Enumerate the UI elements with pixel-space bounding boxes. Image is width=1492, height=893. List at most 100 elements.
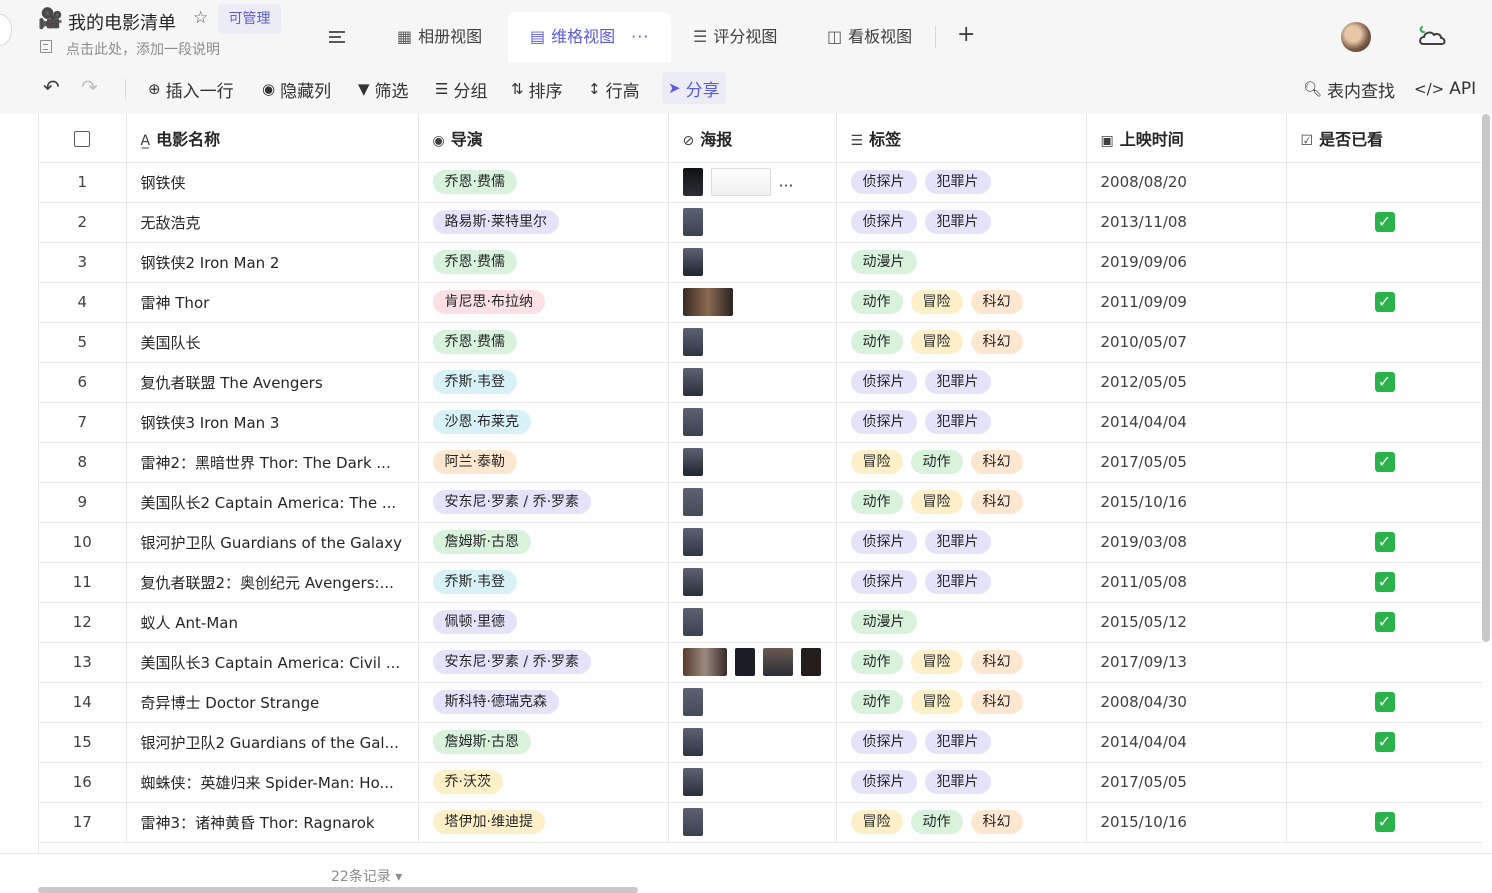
release-date-cell[interactable]: 2011/05/08 [1086,562,1287,603]
director-cell[interactable]: 乔恩·费儒 [418,322,669,363]
tags-cell[interactable]: 侦探片犯罪片 [836,202,1087,243]
release-date-cell[interactable]: 2015/05/12 [1086,602,1287,643]
checked-icon[interactable]: ✓ [1374,292,1395,312]
seen-cell[interactable]: ✓ [1286,202,1482,243]
movie-name-cell[interactable]: 蚁人 Ant-Man [126,602,419,643]
star-icon[interactable]: ☆ [193,8,209,28]
release-date-cell[interactable]: 2011/09/09 [1086,282,1287,323]
tag-pill[interactable]: 侦探片 [850,530,917,554]
seen-cell[interactable] [1286,402,1482,443]
director-cell[interactable]: 佩顿·里德 [418,602,669,643]
tags-cell[interactable]: 动作冒险科幻 [836,682,1087,723]
row-index[interactable]: 10 [39,522,127,563]
undo-icon[interactable]: ↶ [43,75,60,99]
tag-pill[interactable]: 侦探片 [850,570,917,594]
seen-cell[interactable]: ✓ [1286,682,1482,723]
column-header-release-date[interactable]: ▣上映时间 [1086,114,1287,163]
director-cell[interactable]: 阿兰·泰勒 [418,442,669,483]
tag-pill[interactable]: 冒险 [910,690,963,714]
avatar[interactable] [1341,22,1371,52]
tag-pill[interactable]: 科幻 [970,690,1023,714]
release-date-cell[interactable]: 2017/05/05 [1086,442,1287,483]
seen-cell[interactable] [1286,242,1482,283]
director-cell[interactable]: 乔·沃茨 [418,762,669,803]
more-icon[interactable]: ··· [631,27,650,46]
director-cell[interactable]: 肯尼思·布拉纳 [418,282,669,323]
movie-name-cell[interactable]: 复仇者联盟2：奥创纪元 Avengers:... [126,562,419,603]
poster-thumbnail[interactable] [682,208,703,236]
director-cell[interactable]: 路易斯·莱特里尔 [418,202,669,243]
release-date-cell[interactable]: 2017/09/13 [1086,642,1287,683]
movie-name-cell[interactable]: 美国队长 [126,322,419,363]
director-cell[interactable]: 詹姆斯·古恩 [418,522,669,563]
seen-cell[interactable] [1286,162,1482,203]
permission-badge[interactable]: 可管理 [218,4,281,34]
poster-cell[interactable] [668,242,837,283]
poster-thumbnail[interactable] [682,368,703,396]
poster-thumbnail[interactable] [682,448,703,476]
movie-name-cell[interactable]: 蜘蛛侠：英雄归来 Spider-Man: Ho... [126,762,419,803]
record-count[interactable]: 22条记录 ▾ [331,869,403,885]
column-header-poster[interactable]: ⊘海报 [668,114,837,163]
release-date-cell[interactable]: 2019/03/08 [1086,522,1287,563]
row-index[interactable]: 14 [39,682,127,723]
tag-pill[interactable]: 犯罪片 [924,570,991,594]
tags-cell[interactable]: 侦探片犯罪片 [836,562,1087,603]
tags-cell[interactable]: 冒险动作科幻 [836,442,1087,483]
poster-cell[interactable] [668,402,837,443]
seen-cell[interactable]: ✓ [1286,562,1482,603]
tag-pill[interactable]: 科幻 [970,650,1023,674]
release-date-cell[interactable]: 2015/10/16 [1086,802,1287,843]
hide-columns-button[interactable]: ◉隐藏列 [262,76,331,102]
tags-cell[interactable]: 动漫片 [836,602,1087,643]
seen-cell[interactable] [1286,762,1482,803]
tag-pill[interactable]: 犯罪片 [924,530,991,554]
release-date-cell[interactable]: 2008/08/20 [1086,162,1287,203]
tag-pill[interactable]: 动作 [850,290,903,314]
poster-thumbnail[interactable] [734,648,755,676]
poster-cell[interactable] [668,282,837,323]
column-header-tags[interactable]: ☰标签 [836,114,1087,163]
poster-cell[interactable] [668,802,837,843]
search-in-table-button[interactable]: 🔍︎表内查找 [1303,76,1395,102]
tag-pill[interactable]: 动作 [850,650,903,674]
checked-icon[interactable]: ✓ [1374,812,1395,832]
checked-icon[interactable]: ✓ [1374,212,1395,232]
seen-cell[interactable]: ✓ [1286,362,1482,403]
group-button[interactable]: ☰分组 [435,76,487,102]
tag-pill[interactable]: 科幻 [970,330,1023,354]
movie-name-cell[interactable]: 雷神 Thor [126,282,419,323]
poster-cell[interactable] [668,722,837,763]
poster-thumbnail[interactable] [682,808,703,836]
add-view-icon[interactable]: + [957,22,976,47]
poster-cell[interactable] [668,362,837,403]
row-index[interactable]: 17 [39,802,127,843]
tab-kanban-view[interactable]: ◫ 看板视图 [827,12,912,62]
tag-pill[interactable]: 动漫片 [850,610,917,634]
release-date-cell[interactable]: 2013/11/08 [1086,202,1287,243]
tag-pill[interactable]: 犯罪片 [924,370,991,394]
row-index[interactable]: 2 [39,202,127,243]
tag-pill[interactable]: 动作 [850,490,903,514]
director-cell[interactable]: 乔斯·韦登 [418,362,669,403]
row-index[interactable]: 16 [39,762,127,803]
poster-thumbnail[interactable] [682,168,703,196]
tag-pill[interactable]: 犯罪片 [924,730,991,754]
tags-cell[interactable]: 侦探片犯罪片 [836,362,1087,403]
cloud-sync-icon[interactable] [1418,24,1450,48]
poster-cell[interactable] [668,522,837,563]
tag-pill[interactable]: 犯罪片 [924,170,991,194]
poster-thumbnail[interactable] [682,488,703,516]
tag-pill[interactable]: 动漫片 [850,250,917,274]
release-date-cell[interactable]: 2010/05/07 [1086,322,1287,363]
tags-cell[interactable]: 侦探片犯罪片 [836,402,1087,443]
row-index[interactable]: 11 [39,562,127,603]
